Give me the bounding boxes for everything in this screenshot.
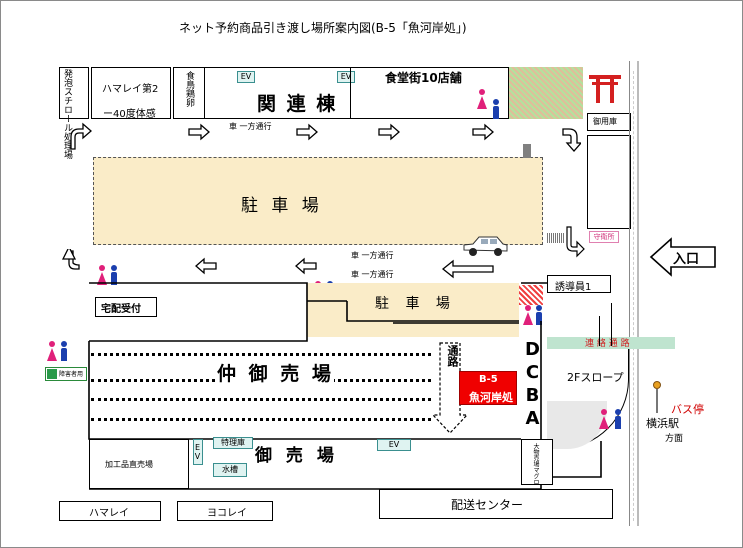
sub-parking-label: 駐 車 場 [375, 296, 456, 312]
male-restroom-icon-left [109, 265, 119, 285]
destination-name: 魚河岸処 [469, 391, 513, 404]
slope-line-1 [599, 316, 600, 346]
hamarei-building [59, 501, 161, 521]
shokucho-block [173, 67, 205, 119]
kanren-label: 関 連 棟 [257, 93, 338, 115]
yokorei-label: ヨコレイ [207, 508, 247, 519]
male-restroom-icon [491, 99, 501, 119]
entrance-label: 入口 [673, 252, 700, 267]
haiso-building [379, 489, 613, 519]
hamarei2-label: ハマレイ第2 [102, 84, 159, 95]
connecting-label: 連 絡 通 路 [585, 339, 630, 349]
slope-line-2 [611, 303, 612, 346]
omono-building [521, 439, 553, 485]
bus-stop-pole [656, 389, 658, 413]
road-arrows-middle [61, 249, 494, 279]
kakou-label: 加工品直売場 [105, 460, 153, 469]
aisle-dots-3 [91, 398, 431, 401]
red-hatched-area [519, 285, 543, 305]
gyomu-building [587, 113, 631, 131]
yokorei-building [177, 501, 273, 521]
dcba-label: DCBA [522, 339, 543, 431]
right-road-line-2 [637, 61, 639, 526]
torii-icon [589, 75, 621, 103]
entrance-arrow[interactable] [649, 237, 717, 277]
shokucho-label: 食鳥鶏卵 [184, 71, 194, 107]
accessible-text: 障害者用 [59, 371, 84, 378]
yokohama-label: 横浜駅 [646, 417, 679, 430]
ev-kanren-left: EV [237, 71, 255, 83]
nakaoroshi-label: 仲 御 売 場 [217, 359, 334, 386]
one-way-label-2: 車 一方通行 [351, 251, 394, 260]
gyomu-label: 御用庫 [593, 117, 617, 126]
passage-label: 通路 [446, 345, 459, 367]
bus-stop-label: バス停 [671, 403, 704, 416]
oroshi-label: 御 売 場 [255, 446, 338, 466]
male-restroom-icon-far-left [59, 341, 69, 361]
male-restroom-icon-right [534, 305, 544, 325]
direction-label: 方面 [665, 434, 684, 444]
destination-code: B-5 [479, 374, 498, 385]
parking-gate-post [523, 144, 531, 158]
tokurisho-box: 特理庫 [213, 437, 253, 449]
map-title: ネット予約商品引き渡し場所案内図(B-5「魚河岸処」) [179, 21, 467, 35]
hamarei-label: ハマレイ [89, 508, 129, 519]
female-restroom-icon-left [97, 265, 107, 285]
guide-label: 誘導員1 [555, 282, 592, 293]
kanren-divider [350, 67, 351, 119]
hassuiro-label: 発泡スチロール処理場 [62, 69, 72, 159]
minus40-label: ー40度体感 [103, 109, 156, 120]
destination-box[interactable] [459, 371, 517, 405]
ev-oroshi-right: EV [377, 439, 411, 451]
female-restroom-icon-bottom-right [599, 409, 609, 429]
kakou-building [89, 439, 189, 489]
haiso-label: 配送センター [451, 498, 524, 512]
passage-arrow [431, 342, 469, 434]
bus-stop-sign-icon [653, 381, 661, 389]
hassuiro-building [59, 67, 89, 119]
hatched-block [547, 233, 565, 243]
right-road-dash [633, 71, 634, 521]
accessible-icon [47, 369, 57, 379]
main-parking-lot [93, 157, 543, 245]
turn-arrow-entrance [566, 226, 585, 258]
road-arrows-top [70, 122, 581, 152]
aisle-dots-1 [91, 353, 431, 356]
car-icon [463, 236, 508, 256]
aisle-dots-4 [91, 418, 431, 421]
male-restroom-icon-bottom-right [613, 409, 623, 429]
otaku-box [95, 297, 157, 317]
green-hatched-area [509, 67, 583, 119]
suiso-box: 水槽 [213, 463, 247, 477]
otaku-label: 宅配受付 [101, 304, 141, 315]
right-building [587, 135, 631, 229]
main-parking-label: 駐 車 場 [241, 196, 323, 216]
slope-label: 2Fスロープ [567, 371, 624, 384]
shusei-box: 守衛所 [589, 231, 619, 243]
female-restroom-icon-far-left [47, 341, 57, 361]
guide-box [547, 275, 611, 293]
one-way-label-1: 車 一方通行 [229, 122, 272, 131]
ev-oroshi-left: EV [193, 439, 203, 465]
hamarei2-building [91, 67, 171, 119]
female-restroom-icon-right [523, 305, 533, 325]
sub-parking-left-fill [307, 301, 347, 337]
right-road-line-1 [629, 61, 630, 526]
shokudo-label: 食堂街10店舗 [385, 71, 462, 85]
one-way-label-3: 車 一方通行 [351, 270, 394, 279]
omono-label: 大物売場マグロ [532, 443, 539, 485]
female-restroom-icon [477, 89, 487, 109]
